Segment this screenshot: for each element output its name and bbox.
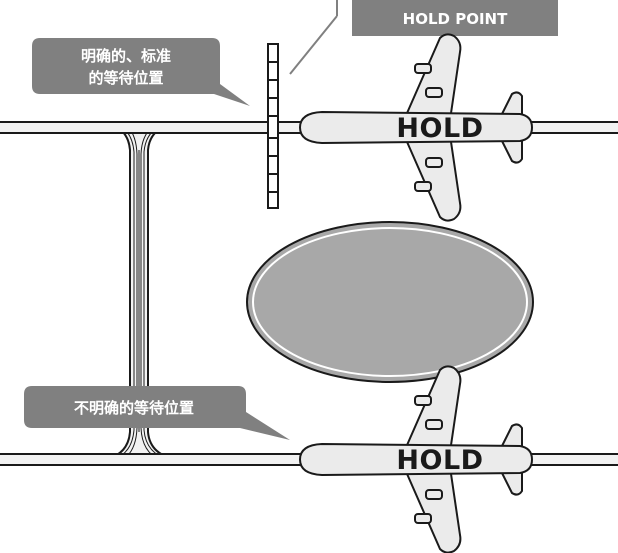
aircraft-top-label: HOLD bbox=[396, 113, 483, 144]
callout-unclear-hold: 不明确的等待位置 bbox=[24, 386, 290, 440]
aircraft-bottom-label: HOLD bbox=[396, 445, 483, 476]
callout-top-line1: 明确的、标准 bbox=[81, 47, 171, 65]
hold-bar-marking bbox=[267, 43, 279, 209]
callout-top-line2: 的等待位置 bbox=[88, 69, 163, 87]
callout-bottom-text: 不明确的等待位置 bbox=[74, 399, 194, 417]
callout-top-bubble bbox=[32, 38, 250, 106]
aircraft-top: HOLD bbox=[299, 33, 533, 222]
hold-point-callout: HOLD POINT bbox=[289, 0, 558, 75]
callout-standard-hold: 明确的、标准 的等待位置 bbox=[32, 38, 250, 106]
callout-bottom-bubble bbox=[24, 386, 290, 440]
hold-point-box bbox=[352, 0, 558, 36]
oval-island bbox=[246, 221, 534, 383]
hold-point-label: HOLD POINT bbox=[403, 10, 508, 28]
aircraft-bottom: HOLD bbox=[299, 365, 533, 553]
